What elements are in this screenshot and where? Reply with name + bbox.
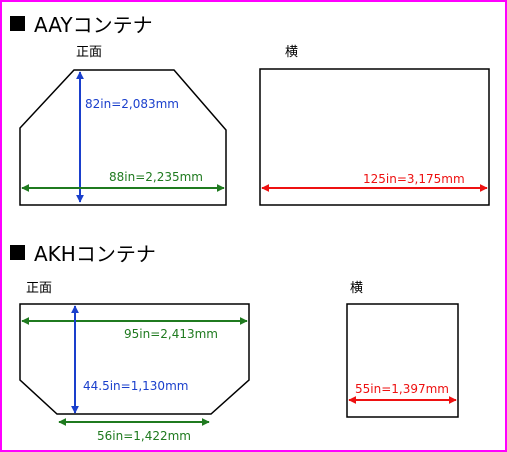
aay-length-dim: 125in=3,175mm	[363, 172, 465, 186]
section-bullet-square	[10, 245, 25, 260]
aay-height-dim: 82in=2,083mm	[85, 97, 179, 111]
aay-width-dim: 88in=2,235mm	[109, 170, 203, 184]
akh-front-outline	[19, 303, 250, 415]
akh-bottom-width-dim: 56in=1,422mm	[97, 429, 191, 443]
akh-front-label: 正面	[26, 281, 52, 296]
akh-title: AKHコンテナ	[34, 242, 156, 266]
aay-front-label: 正面	[76, 45, 102, 60]
akh-height-dim: 44.5in=1,130mm	[83, 379, 188, 393]
akh-side-label: 横	[350, 281, 363, 296]
section-bullet-square	[10, 16, 25, 31]
akh-length-dim: 55in=1,397mm	[355, 382, 449, 396]
akh-side-outline	[346, 303, 459, 418]
aay-side-label: 横	[285, 45, 298, 60]
aay-front-outline	[19, 69, 227, 206]
aay-side-outline	[259, 68, 490, 206]
aay-title: AAYコンテナ	[34, 13, 153, 37]
akh-top-width-dim: 95in=2,413mm	[124, 327, 218, 341]
